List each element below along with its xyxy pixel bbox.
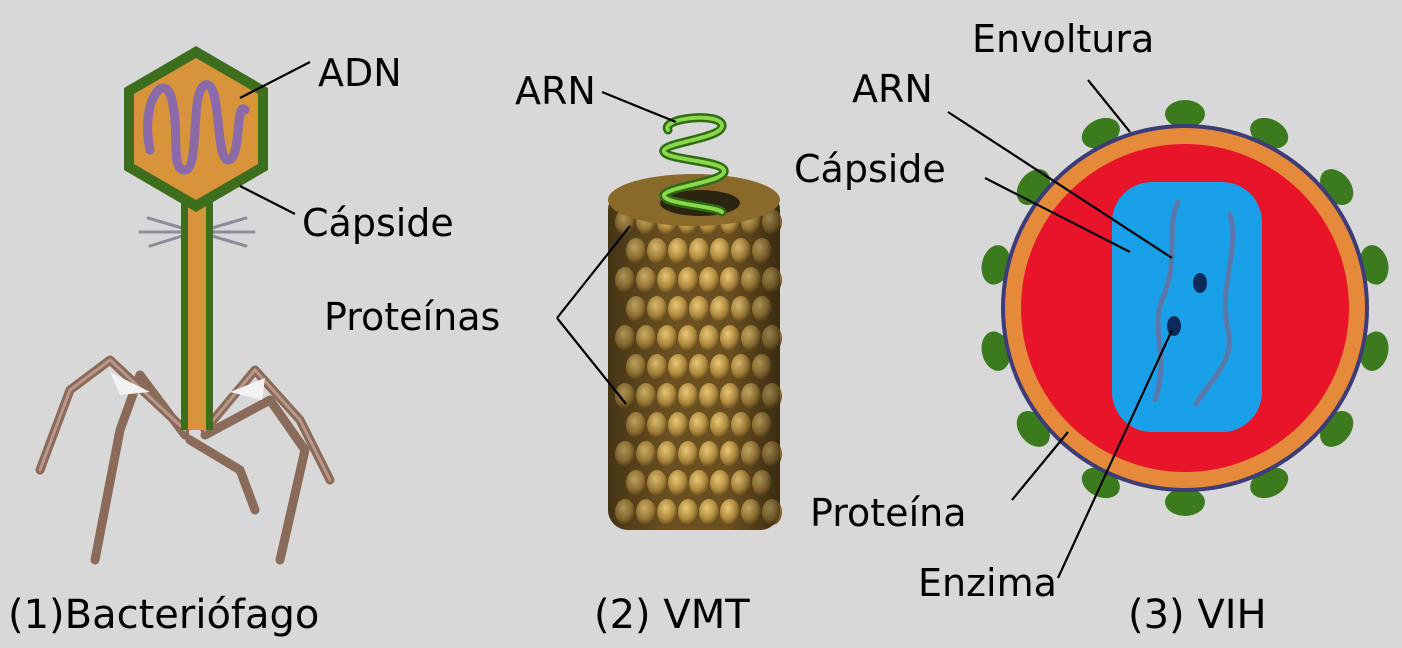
caption-tmv: (2) VMT (594, 592, 750, 638)
label-capside-phage: Cápside (302, 201, 454, 245)
label-proteina: Proteína (810, 491, 967, 535)
enzyme-dot (1193, 273, 1207, 293)
label-enzima: Enzima (918, 561, 1057, 605)
label-adn: ADN (318, 51, 402, 95)
caption-hiv: (3) VIH (1128, 592, 1267, 638)
capsid (1112, 182, 1262, 432)
label-arn-tmv: ARN (515, 69, 596, 113)
bacteriophage (40, 46, 330, 560)
captions: (1)Bacteriófago (2) VMT (3) VIH (8, 592, 1267, 638)
hiv-virus (948, 80, 1392, 578)
spike-knob (1165, 100, 1205, 128)
label-envoltura: Envoltura (972, 17, 1154, 61)
label-arn-hiv: ARN (852, 67, 933, 111)
caption-bacteriophage: (1)Bacteriófago (8, 592, 319, 638)
spike-knob (1165, 488, 1205, 516)
label-proteinas: Proteínas (324, 295, 500, 339)
tobacco-mosaic-virus (557, 92, 782, 530)
label-capside-hiv: Cápside (794, 147, 946, 191)
